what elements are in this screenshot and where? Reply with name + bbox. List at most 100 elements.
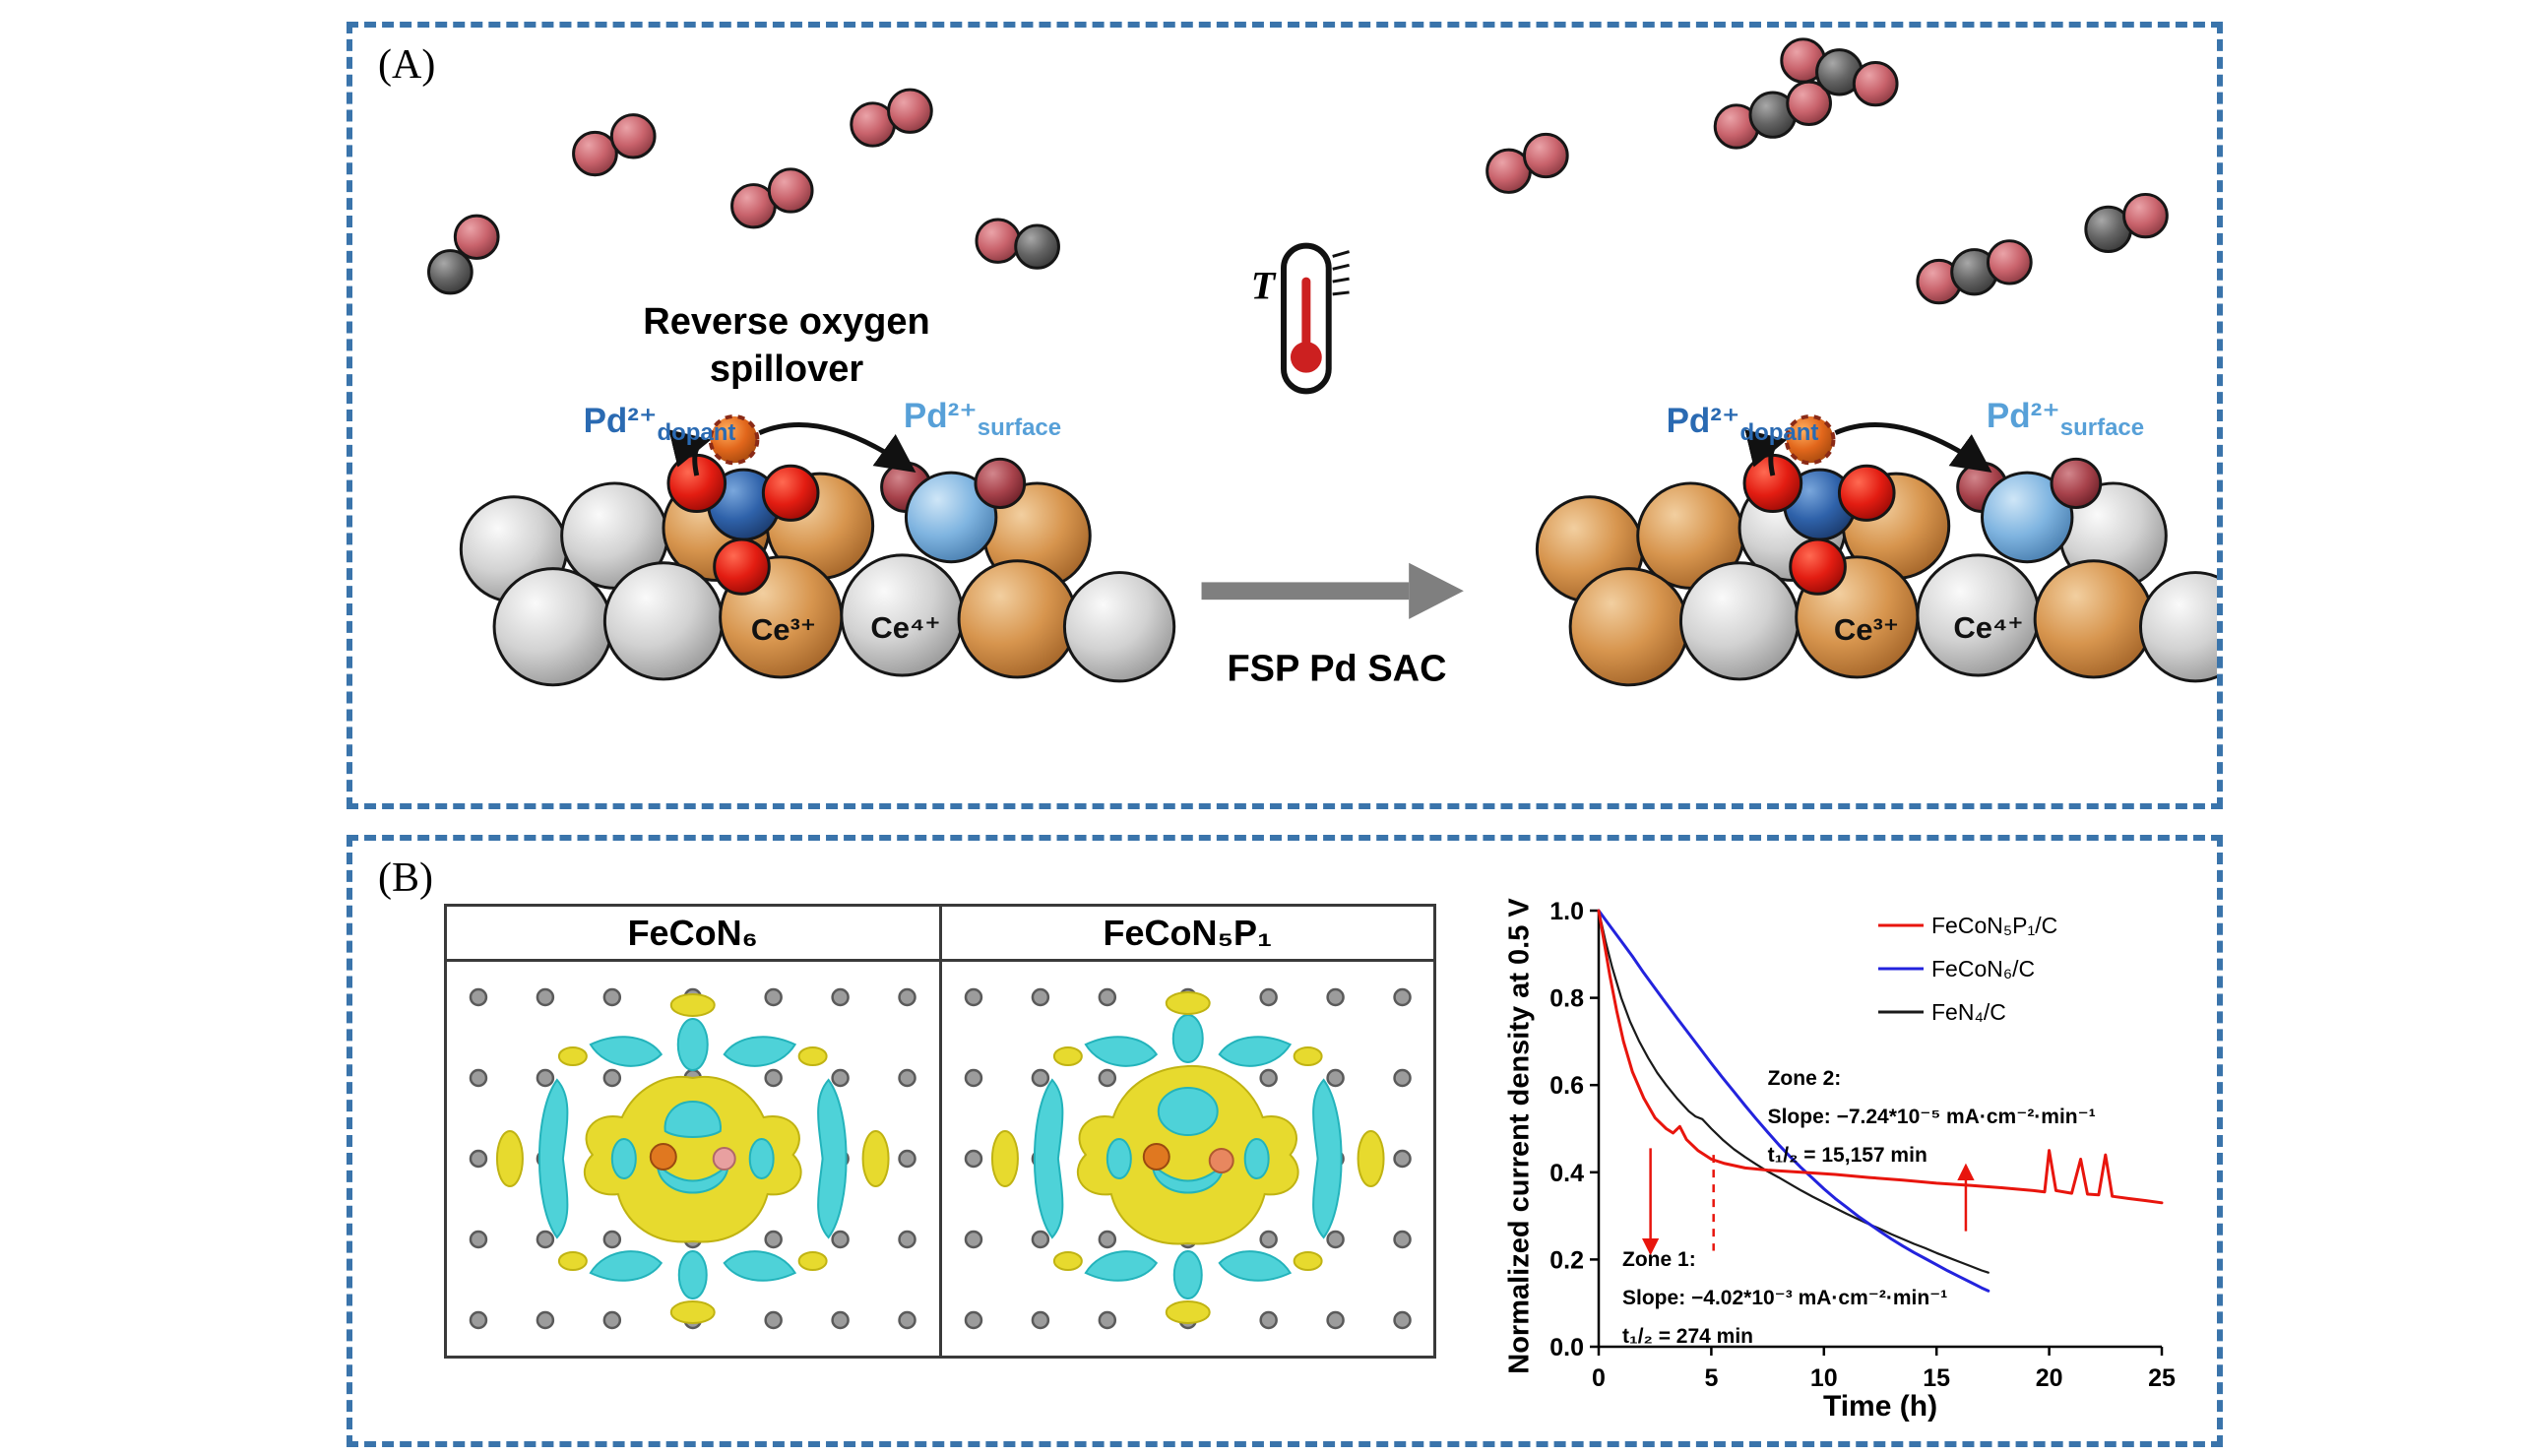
lattice-atom bbox=[1392, 1068, 1412, 1088]
lattice-atom bbox=[602, 1068, 622, 1088]
lattice-atom bbox=[831, 1068, 850, 1088]
panel-a-label: (A) bbox=[378, 42, 436, 88]
spillover-caption: Reverse oxygen spillover bbox=[643, 299, 930, 393]
migrating-oxygen bbox=[1784, 414, 1836, 466]
lattice-atom bbox=[1392, 1310, 1412, 1330]
gas-molecules-right bbox=[1485, 37, 2169, 305]
lattice-atom bbox=[1325, 1068, 1345, 1088]
y-tick-label: 0.0 bbox=[1549, 1334, 1584, 1361]
zone2-text: Slope: −7.24*10⁻⁵ mA·cm⁻²·min⁻¹ bbox=[1768, 1106, 2096, 1128]
lattice-atom bbox=[964, 987, 982, 1007]
zone2-text: Zone 2: bbox=[1768, 1067, 1842, 1090]
p-atom bbox=[1208, 1148, 1234, 1173]
lattice-atom bbox=[1325, 1230, 1345, 1249]
lattice-atom bbox=[1325, 1310, 1345, 1330]
pd-dopant-sub: dopant bbox=[1739, 419, 1819, 446]
o-atom bbox=[572, 130, 618, 177]
lattice-atom bbox=[469, 1310, 488, 1330]
ce4-atom bbox=[492, 567, 613, 687]
o-atom bbox=[887, 88, 933, 134]
series-line bbox=[1597, 909, 1990, 1274]
lattice-atom bbox=[898, 1149, 916, 1169]
lattice-atom bbox=[764, 1310, 783, 1330]
ce4-atom bbox=[2139, 571, 2217, 683]
lattice-atom bbox=[1258, 1068, 1278, 1088]
lattice-atom bbox=[964, 1310, 982, 1330]
lattice-atom bbox=[536, 1230, 555, 1249]
lattice-atom bbox=[1098, 1230, 1116, 1249]
y-tick-label: 0.2 bbox=[1549, 1246, 1584, 1274]
spillover-arrow bbox=[1834, 422, 1992, 474]
lattice-atom bbox=[964, 1230, 982, 1249]
ce3-atom bbox=[957, 559, 1078, 679]
o-atom bbox=[453, 214, 500, 260]
y-tick-label: 0.6 bbox=[1549, 1072, 1584, 1100]
lattice-atom bbox=[898, 1310, 916, 1330]
c-atom bbox=[427, 249, 474, 295]
zone1-text: Zone 1: bbox=[1622, 1248, 1696, 1271]
y-axis-label: Normalized current density at 0.5 V bbox=[1503, 898, 1536, 1374]
lattice-atom bbox=[1098, 1068, 1116, 1088]
ce4-atom bbox=[1062, 571, 1176, 683]
dft-box-fecon5p1: FeCoN₅P₁ bbox=[941, 907, 1433, 1356]
lattice-atom bbox=[1031, 1310, 1049, 1330]
fe-atom bbox=[1142, 1143, 1170, 1171]
o-atom bbox=[767, 167, 814, 214]
o-atom bbox=[975, 218, 1022, 264]
series-line bbox=[1597, 909, 1990, 1293]
zone2-text: t₁/₂ = 15,157 min bbox=[1768, 1144, 1927, 1167]
lattice-oxygen bbox=[713, 538, 771, 596]
lattice-oxygen bbox=[1789, 538, 1847, 596]
charge-density-plot-fecon5p1 bbox=[964, 987, 1412, 1330]
ce3-label-left: Ce³⁺ bbox=[750, 612, 817, 647]
o-atom bbox=[609, 113, 657, 159]
surface-oxygen bbox=[2050, 457, 2103, 510]
lattice-atom bbox=[536, 987, 555, 1007]
migrating-oxygen bbox=[708, 414, 760, 466]
pd-surface-base: Pd²⁺ bbox=[1986, 397, 2060, 435]
lattice-atom bbox=[1392, 1230, 1412, 1249]
caption-line-2: spillover bbox=[709, 348, 864, 390]
gas-molecules-left bbox=[427, 88, 1060, 295]
y-tick-label: 0.8 bbox=[1549, 985, 1584, 1013]
o-atom bbox=[1986, 239, 2033, 285]
ceria-cluster-after bbox=[1535, 414, 2217, 687]
lattice-atom bbox=[764, 1068, 783, 1088]
x-tick-label: 10 bbox=[1810, 1364, 1838, 1392]
y-tick-label: 0.4 bbox=[1549, 1160, 1584, 1187]
lattice-atom bbox=[898, 987, 916, 1007]
panel-b: (B) FeCoN₆ bbox=[347, 835, 2223, 1447]
o-atom bbox=[1522, 132, 1569, 179]
caption-line-1: Reverse oxygen bbox=[643, 301, 930, 343]
lattice-atom bbox=[898, 1230, 916, 1249]
x-tick-label: 0 bbox=[1592, 1364, 1606, 1392]
pd-dopant-sub: dopant bbox=[657, 419, 736, 446]
zone1-text: Slope: −4.02*10⁻³ mA·cm⁻²·min⁻¹ bbox=[1622, 1287, 1947, 1309]
lattice-atom bbox=[1031, 987, 1049, 1007]
surface-oxygen bbox=[974, 457, 1027, 510]
lattice-atom bbox=[1392, 987, 1412, 1007]
series-line bbox=[1597, 909, 2164, 1205]
lattice-atom bbox=[469, 987, 488, 1007]
x-tick-label: 25 bbox=[2148, 1364, 2176, 1392]
ce4-label-left: Ce⁴⁺ bbox=[870, 610, 941, 645]
ceria-cluster-before bbox=[459, 414, 1176, 687]
lattice-atom bbox=[831, 1230, 850, 1249]
panel-b-label: (B) bbox=[378, 855, 433, 901]
x-axis-label: Time (h) bbox=[1822, 1390, 1938, 1423]
temperature-label: T bbox=[1250, 263, 1276, 308]
dft-box-fecon6: FeCoN₆ bbox=[447, 907, 942, 1356]
ce3-atom bbox=[2033, 559, 2154, 679]
o-atom bbox=[2122, 192, 2169, 239]
pd-surface-label-left: Pd²⁺surface bbox=[904, 397, 1061, 442]
lattice-atom bbox=[764, 1230, 783, 1249]
dft-comparison: FeCoN₆ bbox=[444, 904, 1436, 1359]
x-tick-label: 20 bbox=[2036, 1364, 2063, 1392]
lattice-atom bbox=[898, 1068, 916, 1088]
panel-a: (A) Reverse oxygen spillover Pd²⁺dopant … bbox=[347, 22, 2223, 809]
process-label: FSP Pd SAC bbox=[1227, 648, 1447, 690]
ce3-label-right: Ce³⁺ bbox=[1833, 612, 1900, 647]
lattice-atom bbox=[1258, 1230, 1278, 1249]
